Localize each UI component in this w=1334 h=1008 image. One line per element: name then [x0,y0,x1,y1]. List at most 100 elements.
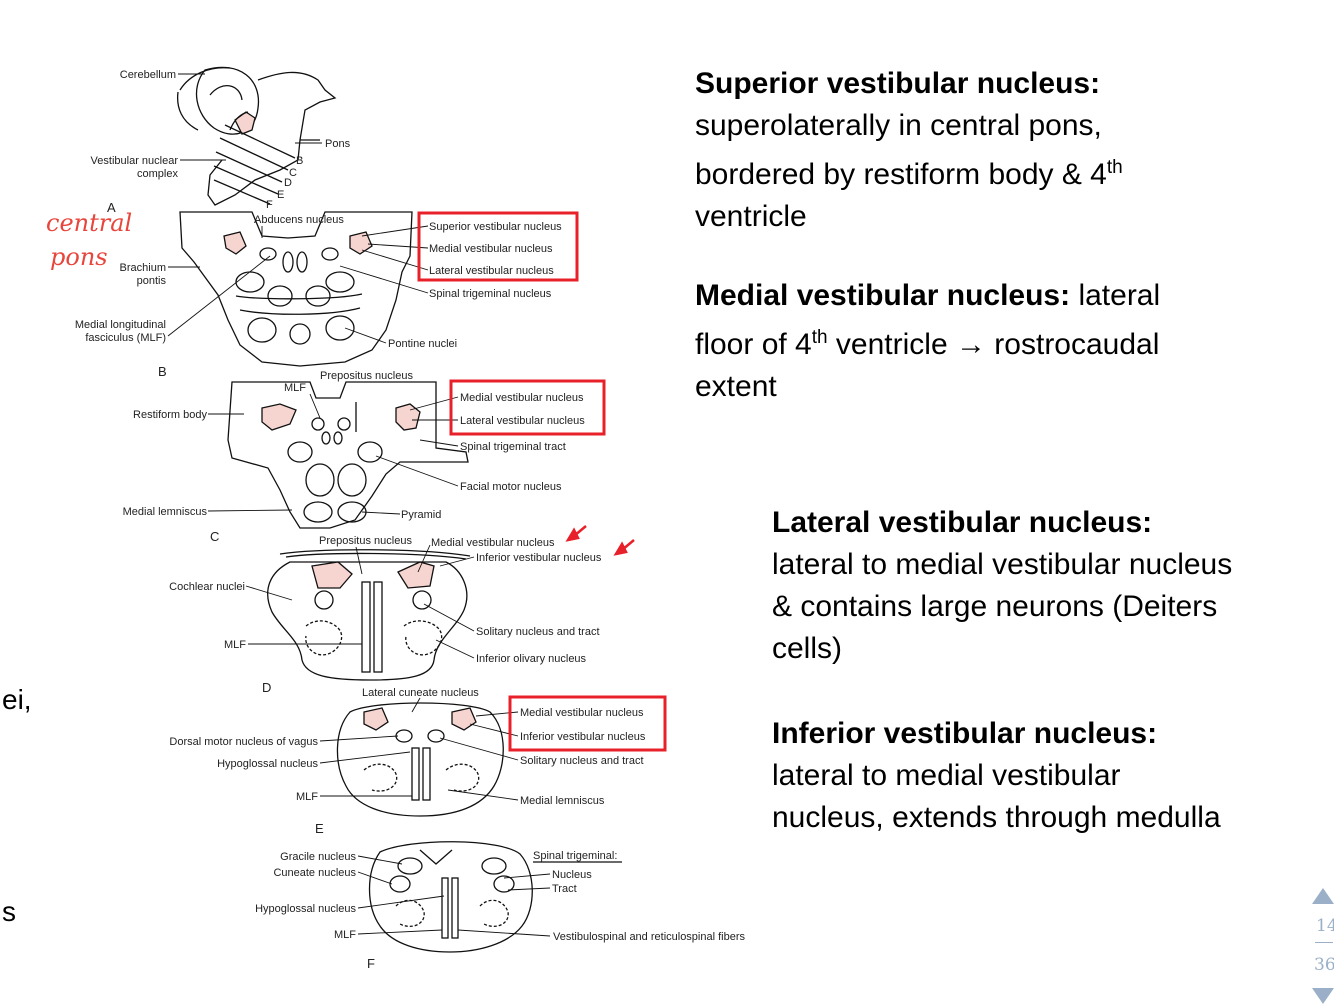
label-pyramid: Pyramid [401,509,441,521]
label-f-fibers: Vestibulospinal and reticulospinal fiber… [553,931,746,943]
medial-vestibular-block: Medial vestibular nucleus: lateral floor… [695,275,1160,408]
label-brachium-2: pontis [137,275,167,287]
highlight-box-c [449,379,606,436]
clipped-text-fragment-lower: s [2,896,16,927]
letter-b: B [158,364,167,379]
label-cuneate: Cuneate nucleus [273,867,356,879]
letter-e: E [315,821,324,836]
medial-line3: extent [695,370,777,403]
label-b-spinal-trigeminal: Spinal trigeminal nucleus [429,288,552,300]
inferior-line1: lateral to medial vestibular [772,759,1121,792]
label-spinal-trigeminal-heading: Spinal trigeminal: [533,850,617,862]
medial-line2b: ventricle → rostrocaudal [827,328,1160,361]
superior-vestibular-block: Superior vestibular nucleus: superolater… [695,63,1123,238]
section-c-drawing [227,381,469,529]
label-c-lemniscus: Medial lemniscus [123,506,208,518]
label-gracile: Gracile nucleus [280,851,356,863]
highlight-box-e [508,695,667,752]
label-d-solitary: Solitary nucleus and tract [476,626,600,638]
label-d-medial-vn: Medial vestibular nucleus [431,537,555,549]
superior-heading: Superior vestibular nucleus: [695,67,1101,100]
label-c-prepositus: Prepositus nucleus [320,370,413,382]
label-pons: Pons [325,138,351,150]
label-e-lemniscus: Medial lemniscus [520,795,605,807]
label-vagus: Dorsal motor nucleus of vagus [169,736,318,748]
handwritten-central: central [46,209,132,237]
previous-slide-triangle-icon[interactable] [1312,888,1334,904]
cut-b: B [296,155,303,167]
page-divider [1315,942,1333,943]
lateral-line1: lateral to medial vestibular nucleus [772,548,1233,581]
label-c-mlf: MLF [284,382,306,394]
label-mlf-2: fasciculus (MLF) [85,332,166,344]
superior-line2: bordered by restiform body & 4 [695,158,1107,191]
label-cuneate-lateral: Lateral cuneate nucleus [362,687,479,699]
label-e-hypoglossal: Hypoglossal nucleus [217,758,318,770]
section-b-drawing [179,211,413,367]
cut-d: D [284,177,292,189]
medial-sup: th [811,327,828,348]
label-d-mlf: MLF [224,639,246,651]
medial-after-heading: lateral [1070,279,1161,312]
red-arrow-icon [565,525,587,542]
label-f-mlf: MLF [334,929,356,941]
cut-e: E [277,189,284,201]
label-facial: Facial motor nucleus [460,481,562,493]
brainstem-sections-diagram: central pons Cerebellum Pons Vestibular … [46,66,746,971]
label-spinal-tract: Spinal trigeminal tract [460,441,566,453]
section-d-drawing [267,549,471,681]
handwritten-pons: pons [50,243,108,271]
letter-d: D [262,680,271,695]
medial-heading: Medial vestibular nucleus: [695,279,1071,312]
superior-sup: th [1106,157,1123,178]
clipped-text-fragment-upper: ei, [2,684,32,715]
inferior-heading: Inferior vestibular nucleus: [772,717,1158,750]
letter-f: F [367,956,375,971]
label-b-medial-vn: Medial vestibular nucleus [429,243,553,255]
label-restiform: Restiform body [133,409,207,421]
label-e-mlf: MLF [296,791,318,803]
lateral-line2: & contains large neurons (Deiters [772,590,1218,623]
lateral-heading: Lateral vestibular nucleus: [772,506,1153,539]
cut-f: F [266,199,273,211]
label-cerebellum: Cerebellum [120,69,176,81]
page-current: 14 [1316,916,1334,936]
page-total: 36 [1314,955,1334,975]
section-a-drawing [176,66,337,206]
superior-line3: ventricle [695,200,807,233]
label-e-inferior-vn: Inferior vestibular nucleus [520,731,646,743]
inferior-line2: nucleus, extends through medulla [772,801,1221,834]
letter-a: A [107,200,116,215]
next-slide-triangle-icon[interactable] [1312,988,1334,1004]
label-d-inferior-vn: Inferior vestibular nucleus [476,552,602,564]
label-d-prepositus: Prepositus nucleus [319,535,412,547]
label-f-tract: Tract [552,883,577,895]
label-f-nucleus: Nucleus [552,869,592,881]
medial-line2a: floor of 4 [695,328,812,361]
label-c-lateral-vn: Lateral vestibular nucleus [460,415,585,427]
label-b-superior-vn: Superior vestibular nucleus [429,221,562,233]
label-pontine: Pontine nuclei [388,338,457,350]
red-arrow-icon [613,539,635,556]
label-mlf-1: Medial longitudinal [75,319,166,331]
label-b-lateral-vn: Lateral vestibular nucleus [429,265,554,277]
lateral-vestibular-block: Lateral vestibular nucleus: lateral to m… [772,502,1232,670]
label-e-solitary: Solitary nucleus and tract [520,755,644,767]
inferior-vestibular-block: Inferior vestibular nucleus: lateral to … [772,713,1221,839]
letter-c: C [210,529,219,544]
section-e-drawing [336,702,504,817]
section-f-drawing [368,841,622,953]
label-c-medial-vn: Medial vestibular nucleus [460,392,584,404]
label-cochlear: Cochlear nuclei [169,581,245,593]
label-e-medial-vn: Medial vestibular nucleus [520,707,644,719]
highlight-box-b [417,211,579,282]
label-vestibular-complex-1: Vestibular nuclear [91,155,179,167]
cut-c: C [289,167,297,179]
label-f-hypoglossal: Hypoglossal nucleus [255,903,356,915]
superior-line1: superolaterally in central pons, [695,109,1102,142]
label-olivary: Inferior olivary nucleus [476,653,587,665]
label-vestibular-complex-2: complex [137,168,178,180]
label-abducens: Abducens nucleus [254,214,344,226]
lateral-line3: cells) [772,632,843,665]
label-brachium-1: Brachium [120,262,166,274]
